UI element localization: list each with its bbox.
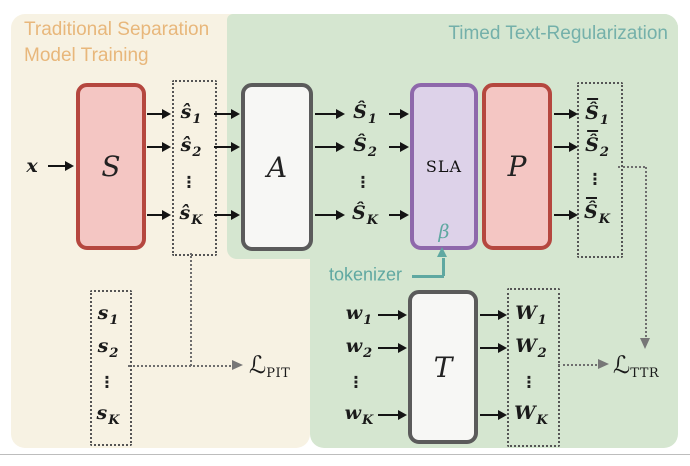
- arrow: [214, 141, 240, 152]
- figure-bottom-rule: [0, 454, 690, 455]
- arrow: [389, 141, 409, 152]
- region-title-traditional-line1: Traditional Separation: [24, 19, 210, 40]
- arrow: [214, 108, 240, 119]
- label-input-x: x: [26, 155, 38, 177]
- label-shat-1: ŝ1: [180, 101, 202, 127]
- arrow: [147, 108, 171, 119]
- tokenizer-arrow-vertical: [442, 258, 445, 276]
- dotted-rect-s-ref: [90, 290, 132, 446]
- dotted-connector-shat-down: [190, 253, 192, 366]
- dotted-connector-to-pit: [128, 365, 231, 367]
- dotted-rect-W: [507, 288, 560, 447]
- arrowhead-ttr-right: [598, 359, 609, 369]
- arrow: [378, 309, 407, 320]
- beta-param: β: [438, 221, 450, 243]
- label-w-K: wK: [344, 402, 374, 428]
- arrow: [554, 141, 578, 152]
- arrow: [378, 409, 407, 420]
- arrow: [480, 309, 507, 320]
- arrow: [147, 209, 171, 220]
- bar-accent: [585, 197, 597, 199]
- arrow: [389, 209, 409, 220]
- dotted-rect-shat: [172, 80, 217, 256]
- arrow: [147, 141, 171, 152]
- arrowhead-ttr-down: [640, 338, 650, 349]
- vdots-w: ⋮: [348, 372, 364, 392]
- loss-pit: ℒPIT: [249, 351, 291, 381]
- label-w-2: w2: [345, 335, 373, 361]
- arrow: [389, 108, 409, 119]
- vdots-Shat: ⋮: [355, 172, 371, 192]
- aligner-block: A: [241, 83, 313, 251]
- loss-ttr: ℒTTR: [613, 351, 660, 381]
- arrow: [214, 209, 240, 220]
- vdots-shat: ⋮: [181, 172, 197, 192]
- arrow: [315, 141, 345, 152]
- separator-model-label: S: [101, 150, 121, 183]
- arrow: [480, 409, 507, 420]
- arrow: [554, 108, 578, 119]
- label-shat-2: ŝ2: [180, 134, 202, 160]
- dotted-connector-W-to-ttr: [558, 364, 597, 366]
- label-Sbarhat-2: Ŝ2: [585, 130, 609, 160]
- arrow: [315, 108, 345, 119]
- dotted-connector-Sbarhat-right: [618, 166, 645, 168]
- label-Shat-K: ŜK: [351, 202, 379, 228]
- aligner-label: A: [266, 150, 288, 184]
- label-W-2: W2: [515, 335, 547, 361]
- arrowhead-pit: [232, 360, 243, 370]
- dotted-rect-Sbarhat: [577, 82, 623, 258]
- region-title-traditional-line2: Model Training: [24, 45, 149, 66]
- sla-label: SLA: [425, 157, 463, 176]
- tokenizer-arrow-horizontal: [412, 275, 444, 278]
- separator-model-block: S: [76, 83, 146, 250]
- label-s-2: s2: [97, 335, 119, 361]
- phoneme-model-label: P: [507, 150, 527, 183]
- dotted-connector-Sbarhat-down: [645, 167, 647, 337]
- label-Shat-2: Ŝ2: [353, 134, 377, 160]
- arrow: [480, 342, 507, 353]
- label-w-1: w1: [345, 302, 373, 328]
- bar-accent: [587, 98, 599, 100]
- arrow-x-to-separator: [48, 160, 74, 171]
- region-title-ttr: Timed Text-Regularization: [448, 23, 668, 44]
- label-Sbarhat-1: Ŝ1: [585, 98, 609, 128]
- tokenizer-label: tokenizer: [329, 264, 403, 285]
- label-s-K: sK: [96, 402, 120, 428]
- tokenizer-arrowhead-up: [437, 247, 447, 257]
- vdots-Sbarhat: ⋮: [587, 169, 603, 189]
- label-W-1: W1: [515, 302, 547, 328]
- text-model-label: T: [433, 350, 453, 384]
- sla-block: SLA β: [410, 83, 478, 250]
- label-s-1: s1: [97, 302, 119, 328]
- arrow: [378, 342, 407, 353]
- label-shat-K: ŝK: [179, 202, 203, 228]
- vdots-W: ⋮: [521, 372, 537, 392]
- label-Shat-1: Ŝ1: [353, 101, 377, 127]
- label-Sbarhat-K: ŜK: [584, 197, 610, 227]
- text-model-block: T: [408, 290, 478, 444]
- arrow: [554, 209, 578, 220]
- phoneme-model-block: P: [482, 83, 552, 250]
- label-W-K: WK: [514, 402, 548, 428]
- arrow: [315, 209, 345, 220]
- bar-accent: [587, 130, 599, 132]
- region-title-traditional: Traditional Separation Model Training: [24, 17, 209, 69]
- vdots-s: ⋮: [99, 372, 115, 392]
